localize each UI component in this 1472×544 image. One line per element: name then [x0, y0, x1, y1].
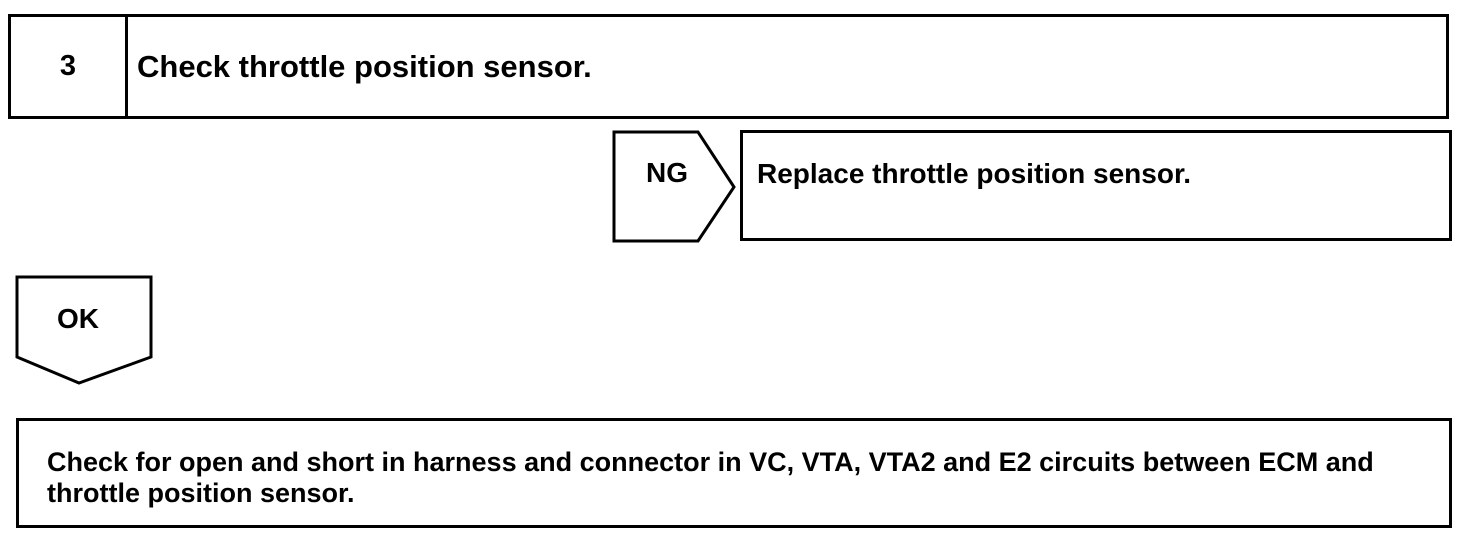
next-step-box: Check for open and short in harness and …	[16, 418, 1452, 528]
ng-arrow-tag	[612, 130, 736, 243]
ng-action-text: Replace throttle position sensor.	[757, 158, 1192, 189]
ng-action-box: Replace throttle position sensor.	[740, 130, 1452, 241]
step-title: Check throttle position sensor.	[137, 48, 592, 84]
ok-arrow-tag	[15, 275, 153, 385]
ng-label: NG	[646, 157, 688, 188]
ok-label: OK	[57, 303, 99, 334]
step-number: 3	[11, 17, 128, 116]
next-step-text: Check for open and short in harness and …	[47, 447, 1374, 508]
step-box: 3 Check throttle position sensor.	[8, 14, 1449, 119]
